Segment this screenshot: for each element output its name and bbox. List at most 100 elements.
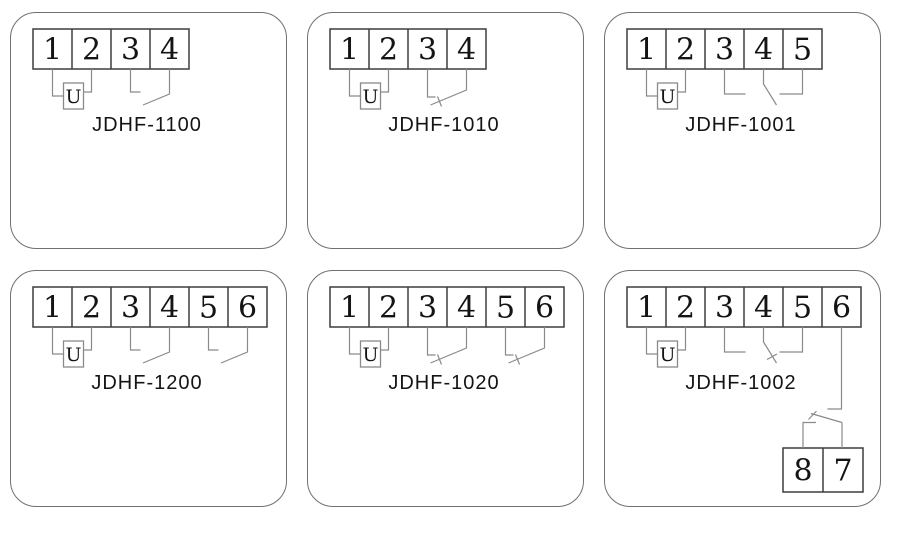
coil-box [359,340,382,368]
coil-symbol-label: U [362,86,378,108]
terminal-number: 2 [676,33,695,68]
relay-model-label: JDHF-1002 [685,372,797,394]
coil-box [62,340,85,368]
nc-contact-tick [514,354,521,365]
nc-contact-tick [436,354,443,365]
terminal-number: 5 [793,33,812,68]
coil-wire-right [380,327,390,351]
nc-contact-blade [508,327,546,364]
nc-contact-fixed [504,327,514,356]
terminal-number: 4 [754,33,773,68]
relay-model-label: JDHF-1200 [91,372,203,394]
coil-wire-left [348,327,361,355]
terminal-number: 3 [418,33,437,68]
terminal-number: 5 [199,291,218,326]
terminal-number: 2 [676,291,695,326]
terminal-number: 3 [715,33,734,68]
terminal-number: 4 [160,33,179,68]
terminal-number: 2 [82,33,101,68]
coil-wire-right [83,69,93,93]
coil-box [359,82,382,110]
coil-wire-left [51,327,64,355]
terminal-number: 3 [121,33,140,68]
terminal-number: 5 [793,291,812,326]
terminal-number: 3 [418,291,437,326]
terminal-number: 3 [715,291,734,326]
terminal-number: 3 [121,291,140,326]
terminal-number: 1 [43,33,62,68]
nc-contact-fixed [426,69,436,98]
aux-left-wire [802,421,816,448]
aux-contact-tick [808,410,817,420]
no-contact-blade [142,69,171,106]
coil-wire-left [51,69,64,97]
terminal-number: 1 [43,291,62,326]
nc-contact-blade [430,327,468,364]
terminal-number: 6 [832,291,851,326]
nc-contact-fixed [426,327,436,356]
no-contact-fixed [129,69,141,93]
coil-wire-right [677,327,687,351]
terminal-number: 8 [793,454,812,489]
terminal-number: 2 [82,291,101,326]
no-contact-fixed [207,327,219,351]
changeover-left-fixed [723,327,746,353]
terminal-number: 1 [637,33,656,68]
nc-contact-tick [436,96,443,107]
terminal-number: 6 [535,291,554,326]
terminal-number: 2 [379,291,398,326]
terminal-number: 4 [754,291,773,326]
changeover-tick [766,353,778,361]
nc-contact-blade [430,69,468,106]
terminal-number: 1 [637,291,656,326]
coil-symbol-label: U [65,344,81,366]
coil-symbol-label: U [362,344,378,366]
terminal-number: 4 [457,33,476,68]
relay-model-label: JDHF-1001 [685,114,797,136]
no-contact-blade [220,327,249,364]
terminal-number: 4 [160,291,179,326]
terminal-number: 1 [340,33,359,68]
no-contact-fixed [129,327,141,351]
changeover-right-fixed [779,69,804,95]
coil-box [62,82,85,110]
terminal-number: 4 [457,291,476,326]
coil-symbol-label: U [659,86,675,108]
coil-wire-left [348,69,361,97]
changeover-right-fixed [779,327,804,353]
coil-wire-right [677,69,687,93]
coil-symbol-label: U [659,344,675,366]
no-contact-blade [142,327,171,364]
terminal-number: 2 [379,33,398,68]
coil-wire-right [83,327,93,351]
terminal-number: 5 [496,291,515,326]
relay-model-label: JDHF-1020 [388,372,500,394]
relay-model-label: JDHF-1100 [92,114,202,136]
coil-wire-left [645,327,658,355]
coil-wire-right [380,69,390,93]
coil-wire-left [645,69,658,97]
coil-box [656,82,679,110]
aux-common-wire [827,327,843,410]
changeover-blade [762,69,778,106]
relay-model-label: JDHF-1010 [388,114,500,136]
coil-box [656,340,679,368]
terminal-number: 7 [833,454,852,489]
